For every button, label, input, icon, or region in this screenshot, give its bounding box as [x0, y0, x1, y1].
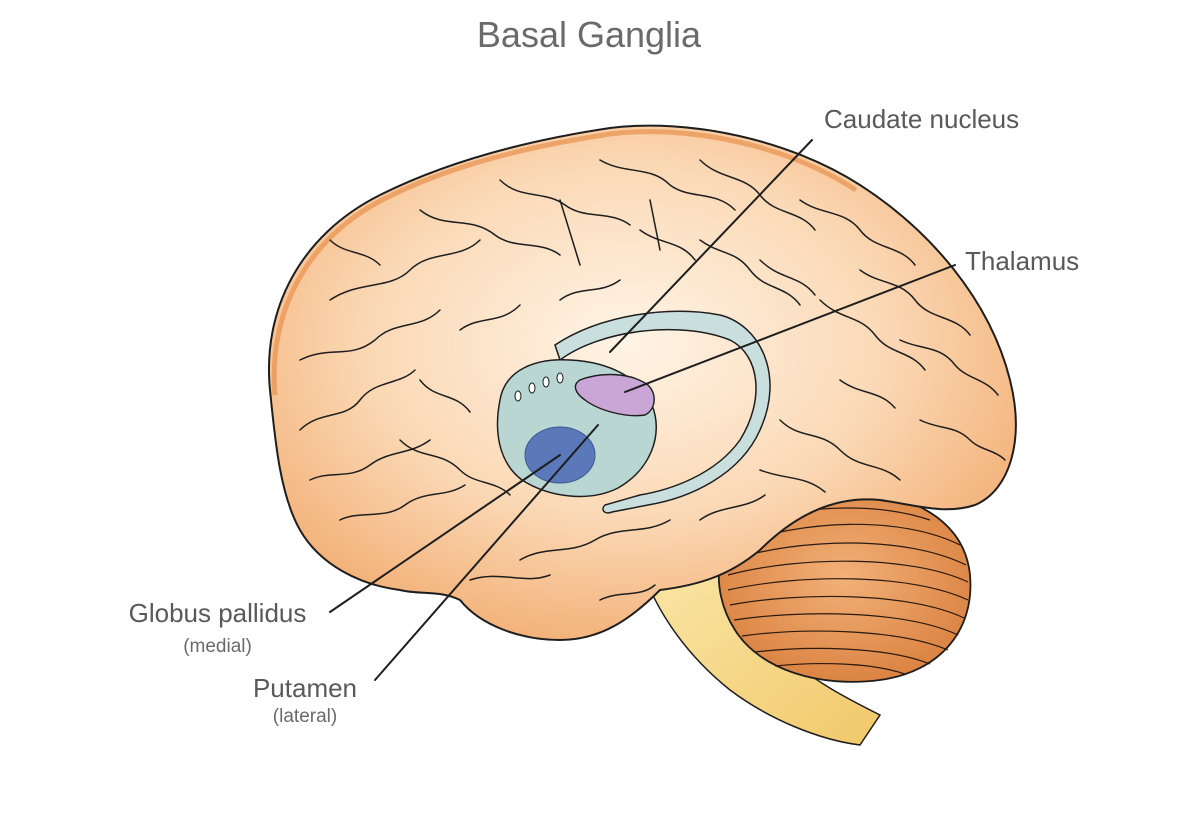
diagram-title: Basal Ganglia [476, 14, 702, 55]
globus-leader-line [329, 454, 561, 613]
thalamus-leader-line [624, 264, 956, 393]
label-globus-pallidus-note: (medial) [183, 636, 252, 657]
label-caudate-nucleus: Caudate nucleus [824, 104, 1020, 134]
putamen-leader-line [374, 424, 599, 681]
label-putamen-note: (lateral) [272, 706, 338, 727]
label-putamen: Putamen [252, 673, 358, 703]
caudate-leader-line [609, 139, 813, 353]
label-globus-pallidus: Globus pallidus [128, 598, 307, 628]
label-thalamus: Thalamus [965, 246, 1080, 276]
thalamus [574, 373, 655, 417]
